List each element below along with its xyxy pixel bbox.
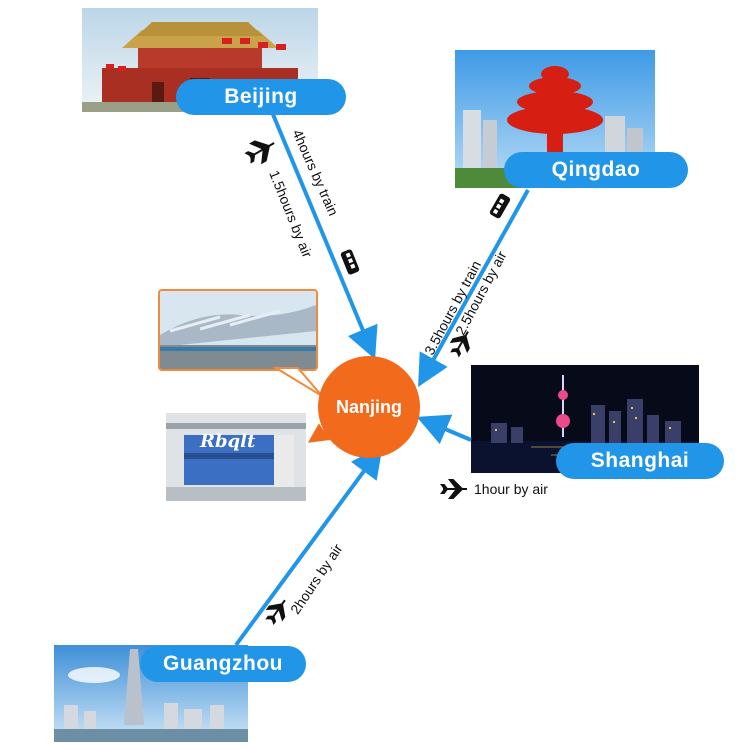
airport-callout-pointer [272,367,323,397]
airport-photo [158,289,318,371]
train-icon [489,193,511,219]
train-icon [340,249,360,275]
airplane-icon [244,140,275,165]
arrow-qingdao-nanjing [418,189,530,387]
city-label-qingdao: Qingdao [504,152,688,188]
arrow-beijing-nanjing [270,111,378,360]
city-label-guangzhou: Guangzhou [140,646,306,682]
arrow-guangzhou-nanjing [234,445,383,647]
factory-sign-brand: Rbqlt [200,431,256,452]
arrow-shanghai-nanjing [416,414,472,445]
route-shanghai-air: 1hour by air [474,481,548,497]
city-label-beijing: Beijing [176,79,346,115]
airplane-icon [449,331,470,358]
guangzhou-photo [54,645,248,742]
airplane-icon [440,479,467,499]
factory-photo: Rbqlt [166,413,306,501]
hub-nanjing: Nanjing [318,356,420,458]
city-label-shanghai: Shanghai [556,443,724,479]
airplane-icon [265,599,286,626]
